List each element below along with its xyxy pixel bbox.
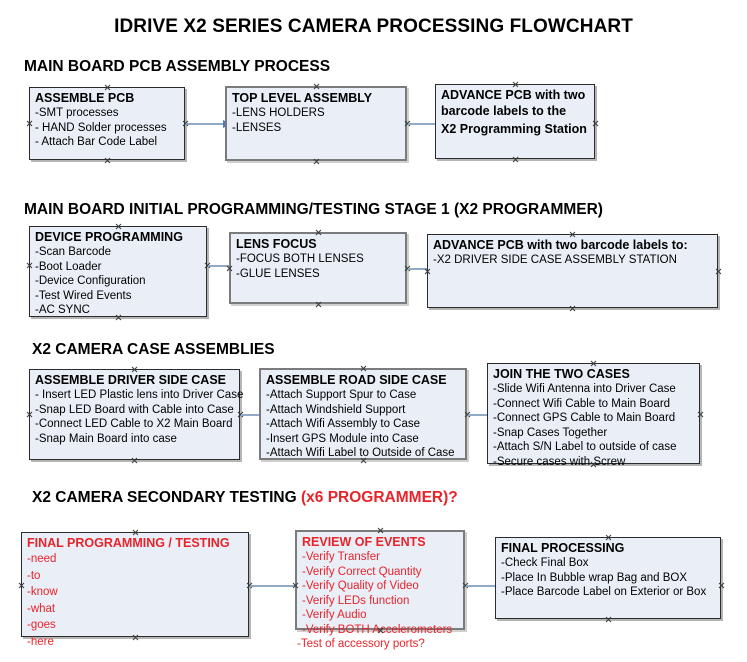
node-line: -to: [27, 569, 41, 582]
section-heading-1: MAIN BOARD PCB ASSEMBLY PROCESS: [24, 58, 330, 76]
node-line: barcode labels to the: [441, 104, 567, 118]
section-heading-3: X2 CAMERA CASE ASSEMBLIES: [32, 341, 275, 359]
node-line: -Verify LEDs function: [302, 594, 410, 607]
node-line: -Slide Wifi Antenna into Driver Case: [493, 383, 676, 395]
node-line: X2 Programming Station: [441, 121, 587, 136]
section-heading-4-accent: (x6 PROGRAMMER)?: [301, 489, 458, 506]
node-line: -Snap LED Board with Cable into Case: [35, 403, 234, 416]
node-title: FINAL PROCESSING: [501, 541, 625, 555]
node-line: -LENS HOLDERS: [232, 107, 325, 119]
node-line: -what: [27, 602, 56, 615]
node-line: -need: [27, 553, 57, 565]
connector-finalprog-to-review[interactable]: [250, 582, 305, 590]
section-heading-1-text: MAIN BOARD PCB ASSEMBLY PROCESS: [24, 58, 331, 75]
node-line: -Place In Bubble wrap Bag and BOX: [501, 571, 688, 584]
node-title: JOIN THE TWO CASES: [493, 367, 630, 381]
node-line: - Insert LED Plastic lens into Driver Ca…: [35, 389, 244, 401]
node-line: -Scan Barcode: [35, 246, 112, 258]
node-line: -Snap Main Board into case: [35, 432, 177, 445]
node-line: - Attach Bar Code Label: [35, 136, 158, 148]
node-lens-focus[interactable]: LENS FOCUS -FOCUS BOTH LENSES -GLUE LENS…: [229, 232, 407, 304]
node-line: -Connect LED Cable to X2 Main Board: [35, 418, 233, 430]
node-top-level-assembly[interactable]: TOP LEVEL ASSEMBLY -LENS HOLDERS -LENSES: [225, 86, 407, 161]
node-title: ADVANCE PCB with two barcode labels to:: [433, 238, 688, 252]
section-heading-2-text: MAIN BOARD INITIAL PROGRAMMING/TESTING S…: [24, 201, 603, 218]
node-line: -Check Final Box: [501, 557, 589, 569]
node-line: -GLUE LENSES: [236, 267, 320, 280]
node-advance-pcb-driver-side-station[interactable]: ADVANCE PCB with two barcode labels to: …: [427, 234, 718, 308]
node-line: -Secure cases with Screw: [493, 455, 626, 468]
node-line: -Connect GPS Cable to Main Board: [493, 412, 676, 424]
node-line: -here: [27, 635, 54, 648]
node-line: -Snap Cases Together: [493, 426, 608, 439]
node-assemble-pcb[interactable]: ASSEMBLE PCB -SMT processes - HAND Solde…: [29, 87, 185, 160]
section-heading-4: X2 CAMERA SECONDARY TESTING (x6 PROGRAMM…: [32, 489, 458, 507]
node-line: -Attach Wifi Assembly to Case: [266, 418, 421, 430]
node-line: -Verify Correct Quantity: [302, 565, 422, 578]
node-line: -FOCUS BOTH LENSES: [236, 253, 364, 265]
node-line: -Device Configuration: [35, 275, 146, 287]
node-line: -Verify Audio: [302, 609, 367, 621]
node-line: -Connect Wifi Cable to Main Board: [493, 397, 671, 410]
node-title: REVIEW OF EVENTS: [302, 535, 426, 549]
node-title: ASSEMBLE DRIVER SIDE CASE: [35, 373, 227, 387]
node-line: -Attach S/N Label to outside of case: [493, 441, 677, 453]
node-title: TOP LEVEL ASSEMBLY: [232, 91, 373, 105]
node-title: ASSEMBLE PCB: [35, 91, 135, 105]
node-title: FINAL PROGRAMMING / TESTING: [27, 536, 230, 550]
node-line: -Verify BOTH Accelerometers: [302, 623, 453, 636]
node-assemble-driver-side-case[interactable]: ASSEMBLE DRIVER SIDE CASE - Insert LED P…: [29, 369, 244, 460]
node-device-programming[interactable]: DEVICE PROGRAMMING -Scan Barcode -Boot L…: [29, 226, 207, 317]
node-line: -Test Wired Events: [35, 289, 132, 302]
section-heading-3-text: X2 CAMERA CASE ASSEMBLIES: [32, 341, 275, 358]
node-assemble-road-side-case[interactable]: ASSEMBLE ROAD SIDE CASE -Attach Support …: [259, 368, 467, 460]
node-line: -Verify Quality of Video: [302, 580, 419, 592]
section-heading-4-text: X2 CAMERA SECONDARY TESTING: [32, 489, 301, 506]
document-title: IDRIVE X2 SERIES CAMERA PROCESSING FLOWC…: [114, 16, 633, 37]
node-title: LENS FOCUS: [236, 237, 317, 251]
node-line: -Place Barcode Label on Exterior or Box: [501, 586, 707, 598]
section-heading-2: MAIN BOARD INITIAL PROGRAMMING/TESTING S…: [24, 201, 603, 219]
node-final-processing[interactable]: FINAL PROCESSING -Check Final Box -Place…: [495, 537, 721, 619]
node-join-the-two-cases[interactable]: JOIN THE TWO CASES -Slide Wifi Antenna i…: [487, 363, 700, 468]
node-line: -AC SYNC: [35, 304, 90, 316]
node-line: -Verify Transfer: [302, 551, 380, 563]
node-line: -Attach Windshield Support: [266, 403, 406, 416]
node-line: -Attach Support Spur to Case: [266, 389, 417, 401]
node-line-overflow: -Test of accessory ports?: [297, 638, 425, 650]
node-advance-pcb-programming-station[interactable]: ADVANCE PCB with two barcode labels to t…: [435, 84, 595, 159]
node-title: ADVANCE PCB with two: [441, 88, 586, 102]
node-line: -Insert GPS Module into Case: [266, 432, 419, 445]
node-line: -goes: [27, 619, 56, 631]
node-title: ASSEMBLE ROAD SIDE CASE: [266, 373, 447, 387]
connector-pcb-to-toplevel[interactable]: [186, 120, 231, 128]
node-line: -Boot Loader: [35, 260, 102, 273]
node-line: -SMT processes: [35, 107, 119, 119]
node-line: -LENSES: [232, 121, 282, 134]
node-title: DEVICE PROGRAMMING: [35, 230, 183, 244]
node-line: -Attach Wifi Label to Outside of Case: [266, 447, 455, 459]
node-line: -know: [27, 586, 58, 598]
node-review-of-events[interactable]: REVIEW OF EVENTS -Verify Transfer -Verif…: [295, 530, 465, 650]
node-line: - HAND Solder processes: [35, 121, 167, 134]
node-line: -X2 DRIVER SIDE CASE ASSEMBLY STATION: [433, 254, 677, 266]
node-final-programming-testing[interactable]: FINAL PROGRAMMING / TESTING -need -to -k…: [21, 532, 249, 648]
